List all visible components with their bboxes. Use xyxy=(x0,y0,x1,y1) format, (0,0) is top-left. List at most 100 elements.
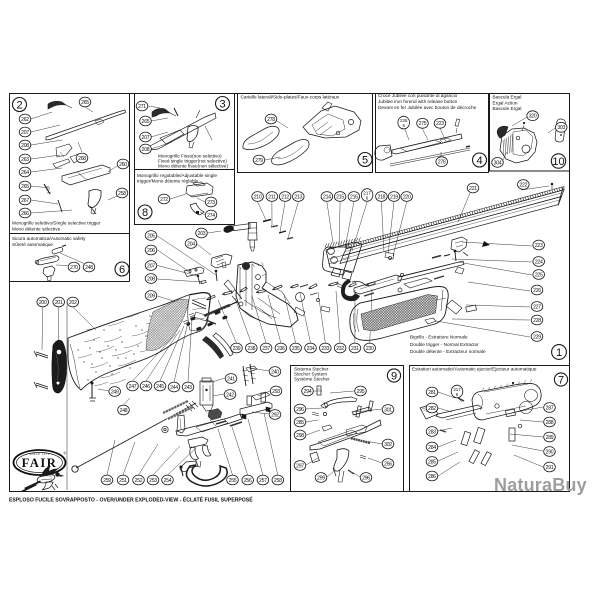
svg-text:Sûreté automatique: Sûreté automatique xyxy=(12,242,53,247)
svg-text:256: 256 xyxy=(244,478,252,484)
svg-text:trigger/Mono détente réglable: trigger/Mono détente réglable xyxy=(137,179,199,184)
svg-text:Mono détente fisse(non sélecti: Mono détente fisse(non sélective) xyxy=(158,164,229,169)
svg-text:287: 287 xyxy=(546,405,554,411)
svg-text:289: 289 xyxy=(546,435,554,441)
svg-text:234: 234 xyxy=(307,346,315,352)
svg-text:223: 223 xyxy=(436,121,444,127)
svg-text:264: 264 xyxy=(21,170,29,176)
svg-text:214: 214 xyxy=(323,194,331,200)
svg-text:8: 8 xyxy=(142,207,148,219)
svg-text:246: 246 xyxy=(142,384,150,390)
svg-text:274: 274 xyxy=(207,213,215,219)
svg-text:217: 217 xyxy=(363,190,371,195)
svg-text:204: 204 xyxy=(187,241,195,247)
svg-text:4: 4 xyxy=(476,155,482,167)
svg-text:207: 207 xyxy=(147,263,155,269)
svg-text:285: 285 xyxy=(296,420,304,426)
svg-text:276: 276 xyxy=(438,160,446,166)
svg-text:222: 222 xyxy=(519,182,527,188)
svg-text:281: 281 xyxy=(428,390,436,396)
svg-text:286: 286 xyxy=(428,474,436,480)
svg-text:258: 258 xyxy=(274,478,282,484)
svg-text:210: 210 xyxy=(254,194,262,200)
svg-text:9: 9 xyxy=(391,370,397,382)
svg-text:Monogrillo Fisso(non selettivo: Monogrillo Fisso(non selettivo) xyxy=(158,154,222,159)
svg-text:Sicura automatica/Automatic sa: Sicura automatica/Automatic safety xyxy=(12,236,86,241)
svg-text:5: 5 xyxy=(362,154,368,166)
svg-text:207: 207 xyxy=(21,130,29,136)
svg-text:288: 288 xyxy=(546,420,554,426)
svg-text:1: 1 xyxy=(556,347,562,359)
svg-text:2: 2 xyxy=(16,99,22,111)
svg-text:6: 6 xyxy=(119,264,125,276)
svg-text:249: 249 xyxy=(111,389,119,395)
svg-text:271: 271 xyxy=(138,104,146,110)
svg-text:268: 268 xyxy=(78,156,86,162)
svg-text:®: ® xyxy=(63,451,67,456)
svg-text:Cartelle laterali/Side-plates/: Cartelle laterali/Side-plates/Faux-corps… xyxy=(241,95,340,100)
svg-text:224: 224 xyxy=(535,259,543,265)
svg-text:242: 242 xyxy=(226,392,234,398)
svg-text:217: 217 xyxy=(453,387,461,392)
svg-text:Mono détente sélective: Mono détente sélective xyxy=(12,226,61,231)
svg-text:299: 299 xyxy=(317,475,325,481)
svg-text:262: 262 xyxy=(21,117,29,123)
svg-text:202: 202 xyxy=(69,300,77,306)
svg-text:293: 293 xyxy=(272,389,280,395)
svg-text:Bascule Ergal: Bascule Ergal xyxy=(493,106,522,111)
svg-text:235: 235 xyxy=(292,346,300,352)
svg-text:201: 201 xyxy=(55,300,63,306)
svg-text:Devant en fer Jubilée avec bou: Devant en fer Jubilée avec bouton de déc… xyxy=(378,105,477,110)
svg-text:247: 247 xyxy=(129,384,137,390)
svg-text:236: 236 xyxy=(277,346,285,352)
svg-text:252: 252 xyxy=(135,478,143,484)
svg-text:Ergal Action: Ergal Action xyxy=(493,100,518,105)
svg-text:221: 221 xyxy=(469,186,477,192)
svg-text:208: 208 xyxy=(147,276,155,282)
svg-text:220: 220 xyxy=(403,194,411,200)
svg-text:FAIR: FAIR xyxy=(22,456,58,470)
svg-text:282: 282 xyxy=(428,406,436,412)
svg-text:303: 303 xyxy=(557,125,565,131)
svg-text:227: 227 xyxy=(533,304,541,310)
svg-text:265: 265 xyxy=(142,119,150,125)
svg-text:285: 285 xyxy=(428,459,436,465)
svg-text:241: 241 xyxy=(227,376,235,382)
svg-text:Croce Jubilee con puisante di: Croce Jubilee con puisante di agancio xyxy=(378,93,458,98)
svg-text:Monogrillo selettivo/Single se: Monogrillo selettivo/Single selective tr… xyxy=(12,221,101,226)
svg-text:226: 226 xyxy=(400,118,408,123)
svg-text:206: 206 xyxy=(147,248,155,254)
svg-text:251: 251 xyxy=(119,478,127,484)
svg-text:232: 232 xyxy=(336,346,344,352)
svg-text:207: 207 xyxy=(142,135,150,141)
svg-text:205: 205 xyxy=(147,233,155,239)
svg-text:208: 208 xyxy=(142,147,150,153)
svg-text:Système Stecher: Système Stecher xyxy=(294,377,330,382)
svg-text:226: 226 xyxy=(533,288,541,294)
svg-text:Stecher System: Stecher System xyxy=(294,372,327,377)
svg-text:239: 239 xyxy=(233,346,241,352)
svg-text:229: 229 xyxy=(533,334,541,340)
svg-text:208: 208 xyxy=(21,143,29,149)
svg-text:SINCE 1971: SINCE 1971 xyxy=(29,452,49,456)
svg-text:6: 6 xyxy=(456,392,459,397)
svg-text:231: 231 xyxy=(351,346,359,352)
svg-text:291: 291 xyxy=(546,465,554,471)
svg-text:ESPLOSO FUCILE SOVRAPPOSTO - O: ESPLOSO FUCILE SOVRAPPOSTO - OVER/UNDER … xyxy=(9,496,253,504)
svg-text:244: 244 xyxy=(170,385,178,391)
svg-text:Double détente - Extracteur no: Double détente - Extracteur normale xyxy=(410,349,486,354)
svg-text:215: 215 xyxy=(336,194,344,200)
svg-text:Monogrillo regolabile/Adjustab: Monogrillo regolabile/Adjustable single xyxy=(137,173,217,178)
svg-text:Bascula Ergal: Bascula Ergal xyxy=(493,95,522,100)
svg-text:237: 237 xyxy=(262,346,270,352)
svg-text:200: 200 xyxy=(39,300,47,306)
svg-text:275: 275 xyxy=(419,121,427,127)
svg-text:Sistema Stecher: Sistema Stecher xyxy=(294,367,329,372)
svg-text:278: 278 xyxy=(267,117,275,123)
svg-text:263: 263 xyxy=(21,157,29,163)
svg-text:7: 7 xyxy=(558,374,564,386)
svg-text:273: 273 xyxy=(207,200,215,206)
svg-text:290: 290 xyxy=(546,449,554,455)
svg-text:266: 266 xyxy=(21,211,29,217)
svg-text:Estrattori automatici/Automati: Estrattori automatici/Automatic ejector/… xyxy=(412,367,537,372)
